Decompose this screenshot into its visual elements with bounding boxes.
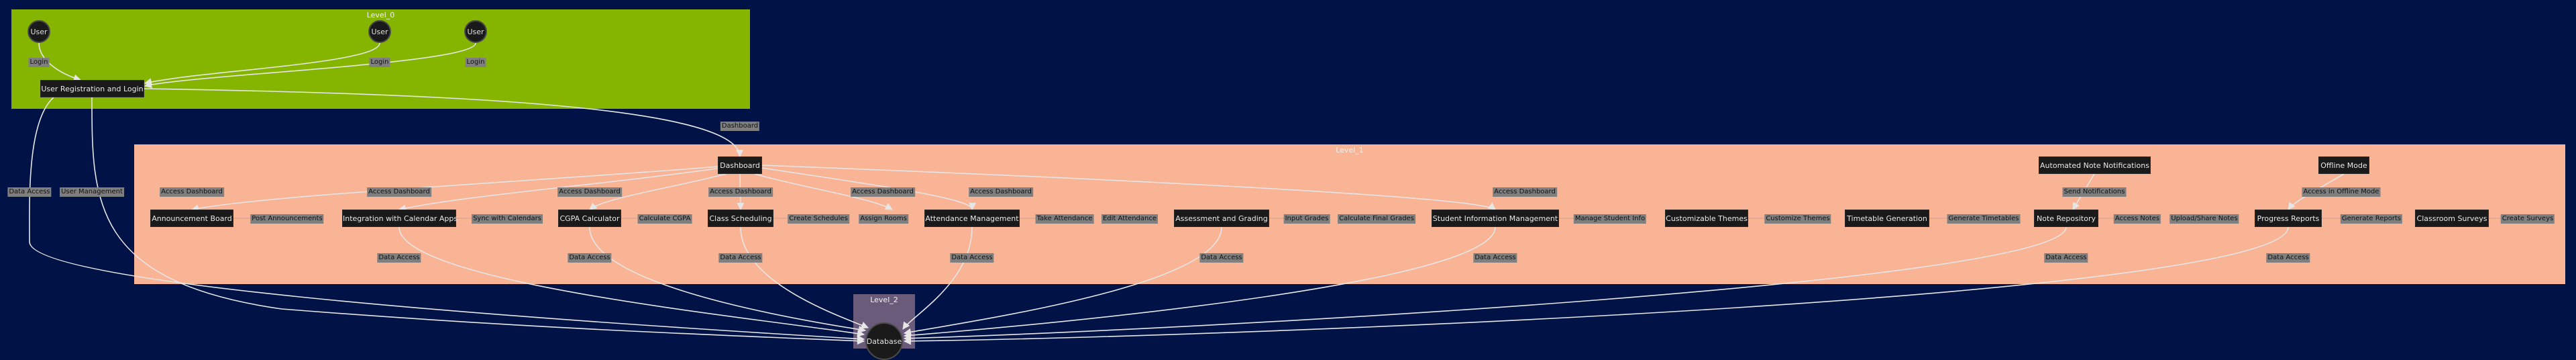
cluster-title: Level_1 bbox=[1336, 146, 1364, 154]
offline-node[interactable]: Offline Mode bbox=[2318, 156, 2369, 174]
user-node[interactable]: User bbox=[28, 20, 50, 43]
edge-label-access-dashboard: Access Dashboard bbox=[969, 187, 1033, 197]
edge-connector bbox=[903, 226, 2289, 345]
edge-label-data-access: Data Access bbox=[950, 253, 994, 263]
edge-connector bbox=[398, 226, 865, 338]
edge-label-access-offline: Access in Offline Mode bbox=[2302, 187, 2381, 197]
notes-node[interactable]: Note Repository bbox=[2034, 210, 2098, 227]
edge-connector bbox=[902, 226, 973, 330]
edge-label-user-management: User Management bbox=[60, 187, 124, 197]
edge-label-access-dashboard: Access Dashboard bbox=[1493, 187, 1557, 197]
edge-connector bbox=[144, 42, 380, 86]
edge-label-data-access: Data Access bbox=[7, 187, 52, 197]
sis-node[interactable]: Student Information Management bbox=[1432, 210, 1559, 227]
user-node[interactable]: User bbox=[464, 20, 487, 43]
database-node[interactable]: Database bbox=[865, 322, 903, 360]
edge-label-generate-reports: Generate Reports bbox=[2340, 214, 2403, 224]
edge-connector bbox=[91, 97, 865, 345]
edge-label-manage-student-info: Manage Student Info bbox=[1573, 214, 1647, 224]
edge-connector bbox=[191, 166, 718, 212]
edge-connector bbox=[589, 173, 727, 210]
calendar-node[interactable]: Integration with Calendar Apps bbox=[342, 210, 458, 227]
edges-layer bbox=[29, 42, 2504, 345]
edge-label-access-dashboard: Access Dashboard bbox=[160, 187, 224, 197]
edge-label-access-dashboard: Access Dashboard bbox=[851, 187, 915, 197]
notifications-node[interactable]: Automated Note Notifications bbox=[2039, 156, 2151, 174]
edge-connector bbox=[589, 226, 867, 333]
edge-label-edit-attendance: Edit Attendance bbox=[1101, 214, 1159, 224]
edge-connector bbox=[38, 42, 82, 82]
edge-label-access-dashboard: Access Dashboard bbox=[557, 187, 622, 197]
edge-label-customize-themes: Customize Themes bbox=[1764, 214, 1831, 224]
edge-label-data-access: Data Access bbox=[2044, 253, 2088, 263]
database-node-label: Database bbox=[866, 336, 902, 346]
progress-node[interactable]: Progress Reports bbox=[2255, 210, 2322, 227]
edge-connector bbox=[761, 165, 1496, 210]
timetable-node[interactable]: Timetable Generation bbox=[1845, 210, 1929, 227]
surveys-node[interactable]: Classroom Surveys bbox=[2415, 210, 2489, 227]
edge-label-generate-timetables: Generate Timetables bbox=[1947, 214, 2021, 224]
user-node-label: User bbox=[371, 27, 388, 36]
themes-node[interactable]: Customizable Themes bbox=[1665, 210, 1748, 227]
edge-label-data-access: Data Access bbox=[718, 253, 763, 263]
edge-connector bbox=[903, 226, 1222, 336]
edge-label-access-notes: Access Notes bbox=[2113, 214, 2161, 224]
edge-label-calculate-final-grades: Calculate Final Grades bbox=[1338, 214, 1415, 224]
edge-label-login: Login bbox=[465, 58, 486, 67]
edge-connector bbox=[144, 88, 744, 158]
edge-label-assign-rooms: Assign Rooms bbox=[859, 214, 908, 224]
cluster-title: Level_2 bbox=[870, 296, 898, 304]
edge-label-take-attendance: Take Attendance bbox=[1035, 214, 1094, 224]
edge-label-access-dashboard: Access Dashboard bbox=[708, 187, 773, 197]
edge-label-upload-share-notes: Upload/Share Notes bbox=[2169, 214, 2239, 224]
edge-label-data-access: Data Access bbox=[377, 253, 421, 263]
edge-connector bbox=[144, 42, 476, 89]
edge-label-dashboard: Dashboard bbox=[720, 122, 760, 131]
attendance-node[interactable]: Attendance Management bbox=[924, 210, 1020, 227]
cluster-title: Level_0 bbox=[366, 11, 395, 19]
edge-connector bbox=[903, 226, 1496, 339]
announcement-node[interactable]: Announcement Board bbox=[150, 210, 233, 227]
edge-label-data-access: Data Access bbox=[1199, 253, 1244, 263]
grading-node[interactable]: Assessment and Grading bbox=[1174, 210, 1269, 227]
edge-label-login: Login bbox=[369, 58, 390, 67]
edge-label-create-schedules: Create Schedules bbox=[788, 214, 849, 224]
edge-connector bbox=[398, 167, 722, 212]
edge-label-data-access: Data Access bbox=[2266, 253, 2310, 263]
edge-label-access-dashboard: Access Dashboard bbox=[367, 187, 431, 197]
edge-label-input-grades: Input Grades bbox=[1283, 214, 1330, 224]
scheduling-node[interactable]: Class Scheduling bbox=[708, 210, 773, 227]
edge-label-create-surveys: Create Surveys bbox=[2500, 214, 2555, 224]
diagram-canvas: Level_0 Level_1 Level_2 User User User U… bbox=[7, 9, 2565, 360]
user-node-label: User bbox=[30, 27, 48, 36]
edge-label-calculate-cgpa: Calculate CGPA bbox=[637, 214, 692, 224]
user-node[interactable]: User bbox=[368, 20, 391, 43]
edge-label-data-access: Data Access bbox=[1473, 253, 1517, 263]
registration-node[interactable]: User Registration and Login bbox=[40, 80, 144, 97]
dashboard-node[interactable]: Dashboard bbox=[718, 156, 762, 174]
edge-label-login: Login bbox=[28, 58, 50, 67]
user-node-label: User bbox=[467, 27, 484, 36]
edge-label-sync-calendars: Sync with Calendars bbox=[472, 214, 543, 224]
edge-connector bbox=[740, 226, 869, 329]
edge-label-send-notifications: Send Notifications bbox=[2062, 187, 2127, 197]
edge-label-post-announcements: Post Announcements bbox=[250, 214, 324, 224]
edge-label-data-access: Data Access bbox=[568, 253, 612, 263]
edge-connector bbox=[29, 97, 865, 343]
edge-connector bbox=[903, 226, 2067, 343]
edge-connector bbox=[754, 173, 893, 210]
cgpa-node[interactable]: CGPA Calculator bbox=[558, 210, 621, 227]
